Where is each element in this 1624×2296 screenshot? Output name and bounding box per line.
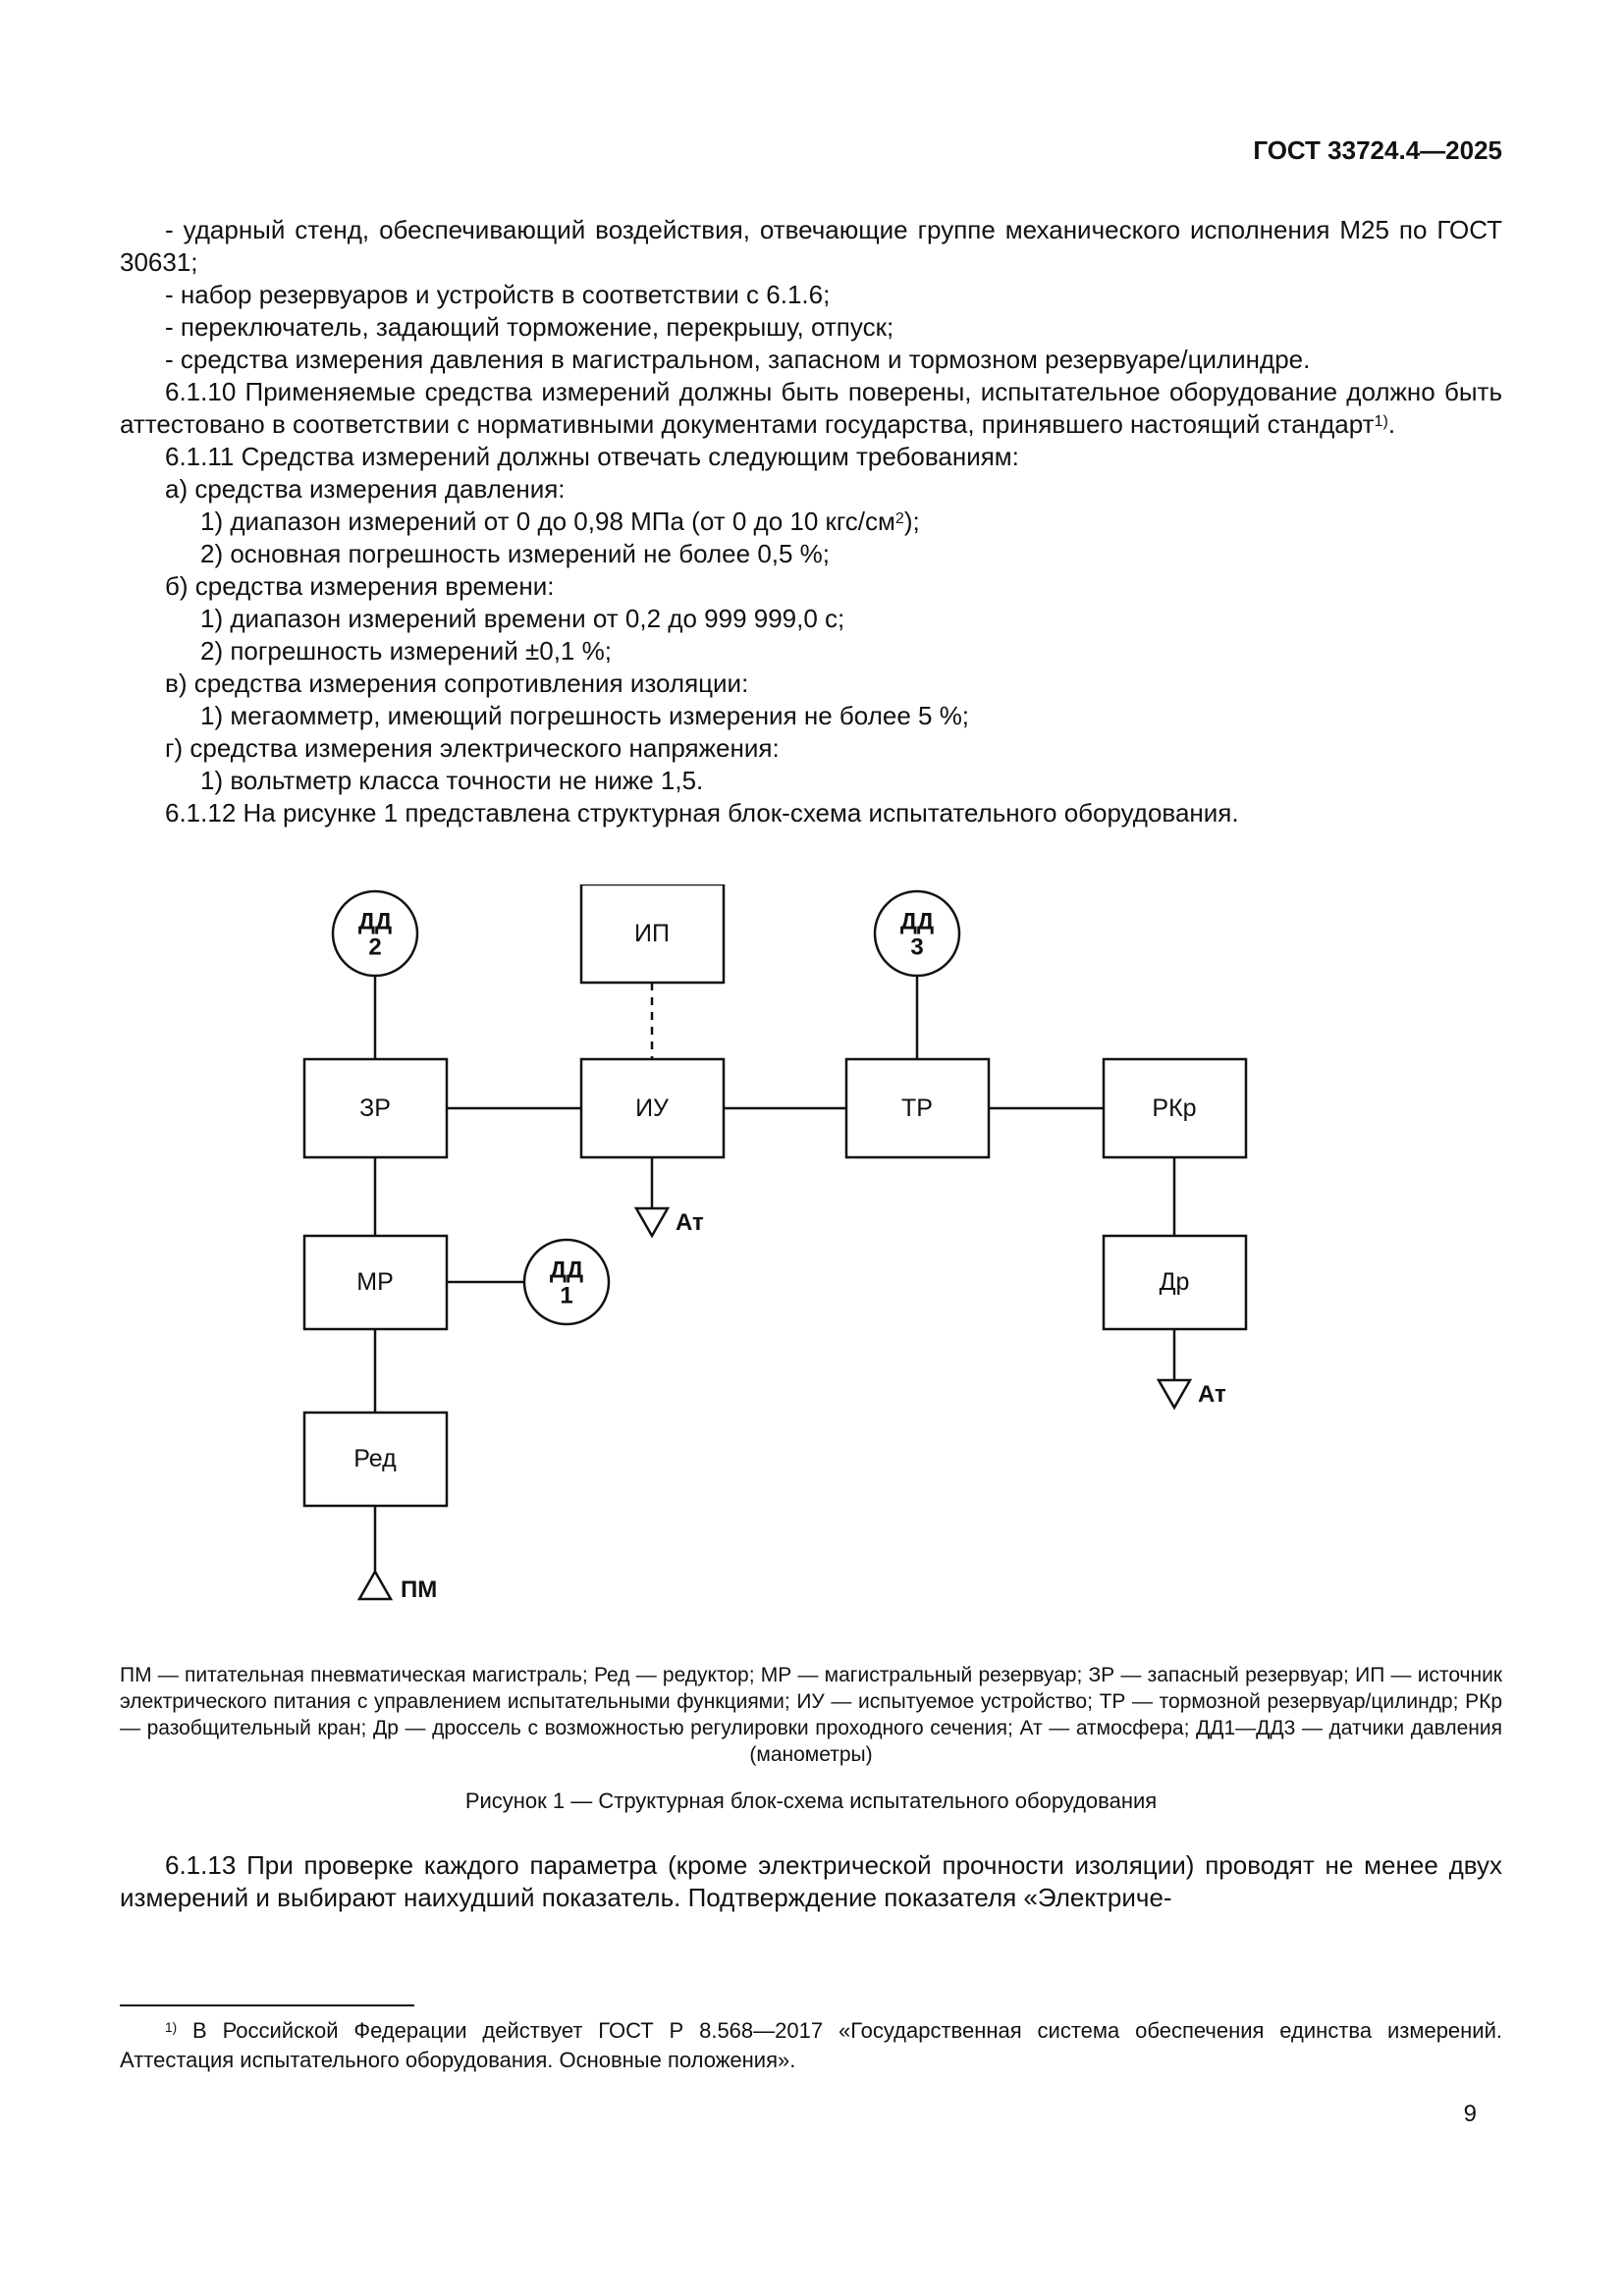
- doc-number: ГОСТ 33724.4—2025: [1253, 135, 1502, 165]
- clause-6-1-10: 6.1.10 Применяемые средства измерений до…: [120, 376, 1502, 441]
- label-dd1-top: ДД: [550, 1257, 583, 1284]
- item-b-1: 1) диапазон измерений времени от 0,2 до …: [200, 604, 845, 633]
- box-iu: [579, 1057, 726, 1159]
- label-mr: МР: [356, 1268, 394, 1296]
- triangle-atmosphere-1: [633, 1206, 671, 1239]
- label-iu: ИУ: [635, 1095, 669, 1122]
- page-content: - ударный стенд, обеспечивающий воздейст…: [120, 214, 1502, 1914]
- label-dd3-num: 3: [910, 934, 923, 961]
- box-rkr: [1102, 1057, 1248, 1159]
- box-zr: [302, 1057, 449, 1159]
- label-atmosphere-2: Ат: [1198, 1381, 1226, 1408]
- bullet-switch: - переключатель, задающий торможение, пе…: [165, 312, 894, 342]
- label-red: Ред: [353, 1445, 397, 1472]
- clause-6-1-12: 6.1.12 На рисунке 1 представлена структу…: [165, 798, 1239, 828]
- label-dd2-top: ДД: [358, 909, 392, 935]
- clause-6-1-10-text: 6.1.10 Применяемые средства измерений до…: [120, 377, 1502, 439]
- label-zr: ЗР: [359, 1095, 391, 1122]
- footnote-area: 1) В Российской Федерации действует ГОСТ…: [120, 2004, 1502, 2075]
- clause-6-1-10-tail: .: [1387, 409, 1396, 439]
- circle-dd1: [522, 1238, 611, 1326]
- figure-legend: ПМ — питательная пневматическая магистра…: [120, 1664, 1502, 1766]
- label-ip: ИП: [634, 920, 670, 947]
- box-ip: [579, 884, 726, 985]
- item-a-1-text: 1) диапазон измерений от 0 до 0,98 МПа (…: [200, 507, 895, 536]
- item-a-1: 1) диапазон измерений от 0 до 0,98 МПа (…: [120, 506, 1502, 538]
- bullet-impact-stand: - ударный стенд, обеспечивающий воздейст…: [120, 215, 1502, 277]
- footnote-1: 1) В Российской Федерации действует ГОСТ…: [120, 2016, 1502, 2075]
- item-a: а) средства измерения давления:: [165, 474, 566, 504]
- block-diagram-svg: ИП ЗР ИУ ТР РКр МР Др Ред ДД 2 ДД 3 ДД 1…: [302, 884, 1248, 1603]
- item-v: в) средства измерения сопротивления изол…: [165, 668, 749, 698]
- footnote-1-text: В Российской Федерации действует ГОСТ Р …: [120, 2018, 1502, 2072]
- box-tr: [844, 1057, 991, 1159]
- item-a-1-tail: );: [903, 507, 920, 536]
- item-g-1: 1) вольтметр класса точности не ниже 1,5…: [200, 766, 704, 795]
- box-red: [302, 1411, 449, 1508]
- figure-1-block-diagram: ИП ЗР ИУ ТР РКр МР Др Ред ДД 2 ДД 3 ДД 1…: [120, 884, 1502, 1650]
- label-dd2-num: 2: [368, 934, 381, 961]
- box-mr: [302, 1234, 449, 1331]
- item-v-1: 1) мегаомметр, имеющий погрешность измер…: [200, 701, 970, 730]
- triangle-atmosphere-2: [1156, 1378, 1193, 1411]
- superscript-2: 2: [894, 508, 904, 527]
- footnote-divider: [120, 2004, 414, 2006]
- triangle-supply-main: [356, 1569, 394, 1601]
- box-dr: [1102, 1234, 1248, 1331]
- label-dd3-top: ДД: [900, 909, 934, 935]
- bullet-reservoir-set: - набор резервуаров и устройств в соотве…: [165, 280, 831, 309]
- clause-6-1-11: 6.1.11 Средства измерений должны отвечат…: [165, 442, 1019, 471]
- label-dd1-num: 1: [560, 1283, 572, 1309]
- item-a-2: 2) основная погрешность измерений не бол…: [200, 539, 831, 568]
- item-b-2: 2) погрешность измерений ±0,1 %;: [200, 636, 612, 666]
- label-supply-main: ПМ: [401, 1576, 437, 1603]
- figure-caption: Рисунок 1 — Структурная блок-схема испыт…: [464, 1789, 1158, 1813]
- page-number: 9: [1463, 2101, 1477, 2127]
- label-rkr: РКр: [1152, 1095, 1196, 1122]
- bullet-pressure-means: - средства измерения давления в магистра…: [165, 345, 1311, 374]
- item-g: г) средства измерения электрического нап…: [165, 733, 780, 763]
- footnote-1-marker: 1): [165, 2019, 178, 2035]
- label-atmosphere-1: Ат: [676, 1209, 704, 1236]
- label-tr: ТР: [901, 1095, 933, 1122]
- label-dr: Др: [1160, 1268, 1190, 1296]
- clause-6-1-13: 6.1.13 При проверке каждого параметра (к…: [120, 1850, 1502, 1912]
- footnote-ref-1: 1): [1374, 411, 1388, 430]
- circle-dd3: [873, 889, 961, 978]
- item-b: б) средства измерения времени:: [165, 571, 555, 601]
- circle-dd2: [331, 889, 419, 978]
